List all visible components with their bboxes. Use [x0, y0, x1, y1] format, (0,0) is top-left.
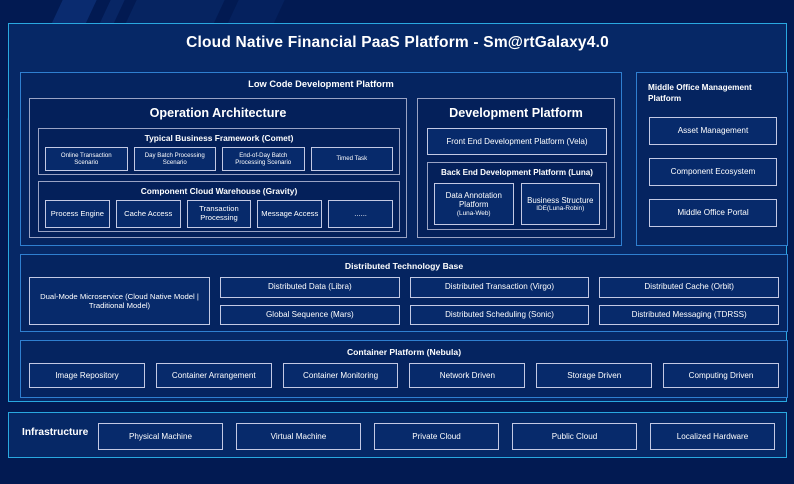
node-network-driven[interactable]: Network Driven	[409, 363, 526, 388]
node-day-batch-processing-scenario[interactable]: Day Batch Processing Scenario	[133, 147, 216, 171]
node-business-structure-ide[interactable]: Business Structure IDE(Luna-Robin)	[520, 183, 600, 225]
node-online-transaction-scenario[interactable]: Online Transaction Scenario	[45, 147, 128, 171]
distributed-column-1: Distributed Data (Libra) Global Sequence…	[220, 277, 400, 325]
back-end-items: Data Annotation Platform (Luna-Web) Busi…	[434, 183, 600, 225]
component-cloud-warehouse-title: Component Cloud Warehouse (Gravity)	[140, 186, 298, 196]
node-business-structure-ide-label: Business Structure	[527, 195, 594, 205]
node-container-monitoring[interactable]: Container Monitoring	[282, 363, 399, 388]
development-platform-panel: Development Platform Front End Developme…	[417, 98, 615, 238]
page-title: Cloud Native Financial PaaS Platform - S…	[186, 34, 609, 51]
node-computing-driven[interactable]: Computing Driven	[663, 363, 779, 388]
node-dual-mode-microservice[interactable]: Dual-Mode Microservice (Cloud Native Mod…	[29, 277, 210, 325]
node-middle-office-portal[interactable]: Middle Office Portal	[649, 199, 777, 227]
node-data-annotation-platform-sub: (Luna-Web)	[456, 209, 491, 217]
node-component-ecosystem[interactable]: Component Ecosystem	[649, 158, 777, 186]
distributed-technology-base-items: Dual-Mode Microservice (Cloud Native Mod…	[29, 277, 780, 325]
node-public-cloud[interactable]: Public Cloud	[512, 423, 637, 450]
distributed-column-2: Distributed Transaction (Virgo) Distribu…	[409, 277, 590, 325]
node-storage-driven[interactable]: Storage Driven	[536, 363, 653, 388]
node-timed-task[interactable]: Timed Task	[310, 147, 393, 171]
node-more-ellipsis[interactable]: ......	[328, 200, 393, 228]
container-platform-title: Container Platform (Nebula)	[346, 347, 462, 357]
container-platform-items: Image Repository Container Arrangement C…	[29, 363, 779, 388]
typical-business-framework-title: Typical Business Framework (Comet)	[144, 133, 294, 143]
node-container-arrangement[interactable]: Container Arrangement	[155, 363, 272, 388]
node-front-end-development-platform[interactable]: Front End Development Platform (Vela)	[427, 128, 607, 155]
distributed-column-3: Distributed Cache (Orbit) Distributed Me…	[599, 277, 780, 325]
infrastructure-label: Infrastructure	[22, 427, 89, 438]
low-code-platform-title: Low Code Development Platform	[248, 79, 394, 89]
node-transaction-processing[interactable]: Transaction Processing	[186, 200, 252, 228]
node-asset-management[interactable]: Asset Management	[649, 117, 777, 145]
node-end-of-day-batch-processing-scenario[interactable]: End-of-Day Batch Processing Scenario	[222, 147, 305, 171]
container-platform-panel: Container Platform (Nebula) Image Reposi…	[20, 340, 788, 398]
node-private-cloud[interactable]: Private Cloud	[374, 423, 499, 450]
low-code-development-platform-panel: Low Code Development Platform Operation …	[20, 72, 622, 246]
operation-architecture-panel: Operation Architecture Typical Business …	[29, 98, 407, 238]
node-distributed-transaction[interactable]: Distributed Transaction (Virgo)	[409, 277, 590, 298]
node-distributed-cache[interactable]: Distributed Cache (Orbit)	[599, 277, 780, 298]
node-global-sequence[interactable]: Global Sequence (Mars)	[220, 304, 400, 325]
distributed-technology-base-title: Distributed Technology Base	[344, 261, 464, 271]
node-data-annotation-platform-label: Data Annotation Platform	[445, 190, 502, 210]
node-image-repository[interactable]: Image Repository	[29, 363, 145, 388]
dual-mode-microservice-wrapper: Dual-Mode Microservice (Cloud Native Mod…	[29, 277, 210, 325]
component-cloud-warehouse-panel: Component Cloud Warehouse (Gravity) Proc…	[38, 181, 400, 232]
typical-business-framework-panel: Typical Business Framework (Comet) Onlin…	[38, 128, 400, 175]
main-architecture-panel: Cloud Native Financial PaaS Platform - S…	[8, 23, 788, 402]
node-business-structure-ide-sub: IDE(Luna-Robin)	[536, 204, 585, 212]
middle-office-platform-title: Middle Office Management Platform	[648, 83, 752, 104]
node-localized-hardware[interactable]: Localized Hardware	[650, 423, 775, 450]
node-virtual-machine[interactable]: Virtual Machine	[236, 423, 361, 450]
node-distributed-messaging[interactable]: Distributed Messaging (TDRSS)	[599, 304, 780, 325]
node-distributed-data[interactable]: Distributed Data (Libra)	[220, 277, 400, 298]
node-process-engine[interactable]: Process Engine	[45, 200, 110, 228]
node-cache-access[interactable]: Cache Access	[115, 200, 181, 228]
infrastructure-panel: Infrastructure Physical Machine Virtual …	[8, 412, 787, 458]
node-physical-machine[interactable]: Physical Machine	[98, 423, 223, 450]
distributed-technology-base-panel: Distributed Technology Base Dual-Mode Mi…	[20, 254, 788, 332]
middle-office-management-platform-panel: Middle Office Management Platform Asset …	[636, 72, 788, 246]
operation-architecture-title: Operation Architecture	[149, 106, 287, 120]
development-platform-title: Development Platform	[449, 106, 583, 120]
component-cloud-warehouse-items: Process Engine Cache Access Transaction …	[45, 200, 393, 228]
infrastructure-items: Physical Machine Virtual Machine Private…	[98, 423, 775, 450]
node-distributed-scheduling[interactable]: Distributed Scheduling (Sonic)	[409, 304, 590, 325]
back-end-development-platform-title: Back End Development Platform (Luna)	[440, 168, 593, 177]
node-data-annotation-platform[interactable]: Data Annotation Platform (Luna-Web)	[434, 183, 514, 225]
node-message-access[interactable]: Message Access	[257, 200, 323, 228]
typical-business-framework-items: Online Transaction Scenario Day Batch Pr…	[45, 147, 393, 171]
middle-office-items: Asset Management Component Ecosystem Mid…	[649, 117, 777, 227]
back-end-development-platform-panel: Back End Development Platform (Luna) Dat…	[427, 162, 607, 230]
